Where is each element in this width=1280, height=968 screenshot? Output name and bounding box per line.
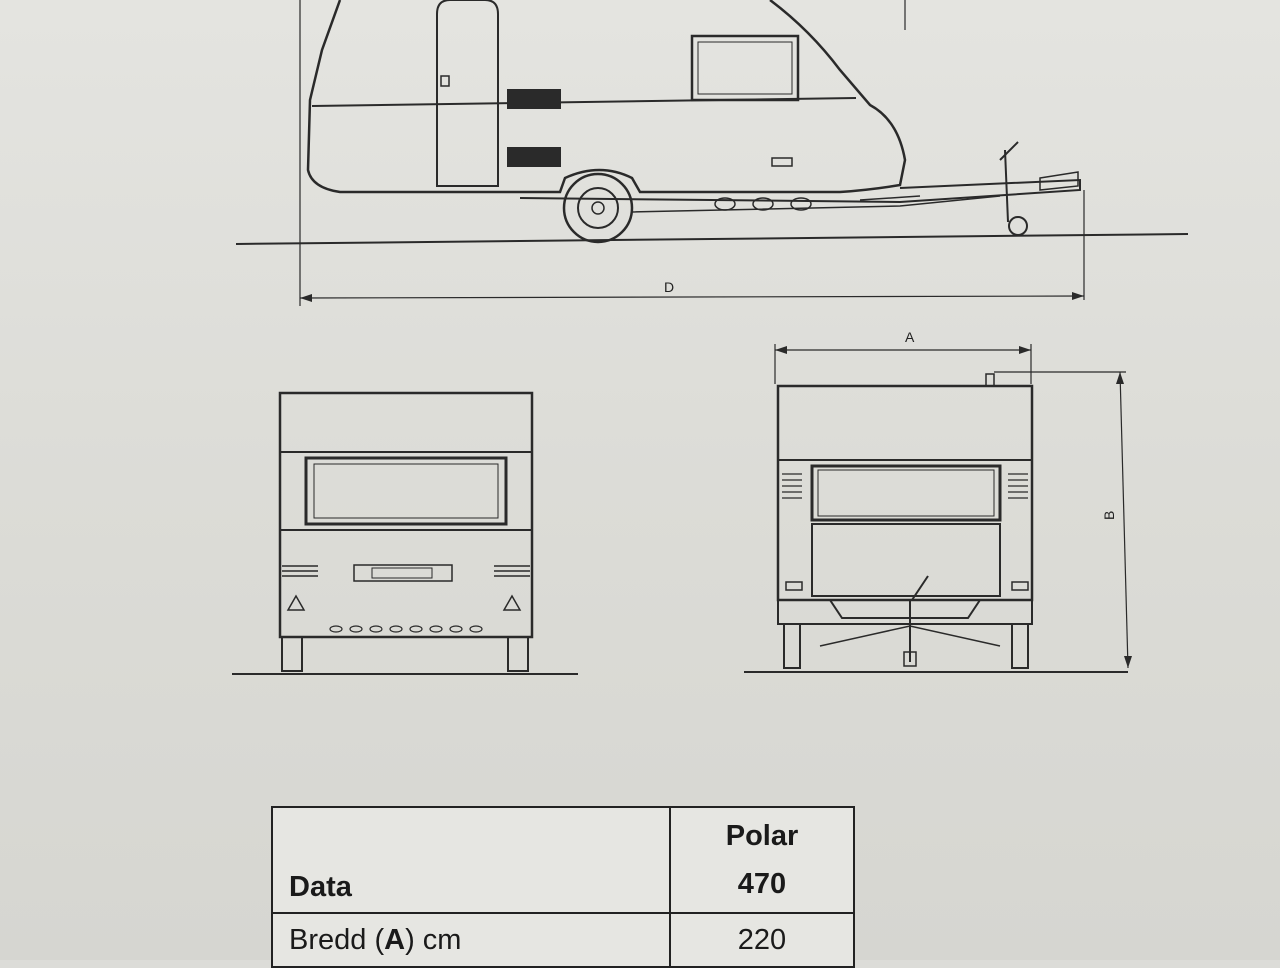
table-row: Bredd (A) cm 220 <box>271 912 855 968</box>
model-number: 470 <box>737 868 787 900</box>
door <box>436 0 499 187</box>
wheel <box>562 172 634 244</box>
spec-table: Data Polar 470 Bredd (A) cm 220 <box>271 806 855 968</box>
row-label-suffix: ) cm <box>405 923 462 956</box>
row-label: Bredd (A) cm <box>271 912 671 968</box>
caravan-rear-view <box>744 344 1132 673</box>
row-label-key: A <box>384 923 406 956</box>
side-vent-lower <box>507 147 561 167</box>
caravan-side-view <box>235 0 1189 306</box>
row-value: 220 <box>669 912 855 968</box>
row-label-prefix: Bredd ( <box>289 923 385 956</box>
dim-label-a: A <box>905 329 915 345</box>
ground-line <box>235 233 1189 245</box>
spec-table-data-header: Data <box>271 806 671 914</box>
spec-table-header-row: Data Polar 470 <box>271 806 855 914</box>
dim-label-d: D <box>664 279 674 295</box>
side-vent-upper <box>507 89 561 109</box>
spec-table-model-header: Polar 470 <box>669 806 855 914</box>
jockey-wheel <box>1008 216 1028 236</box>
caravan-front-view <box>232 391 578 675</box>
caravan-body-outline <box>306 0 907 194</box>
model-name: Polar <box>725 820 799 852</box>
side-window <box>690 34 800 102</box>
dim-label-b: B <box>1101 511 1117 520</box>
